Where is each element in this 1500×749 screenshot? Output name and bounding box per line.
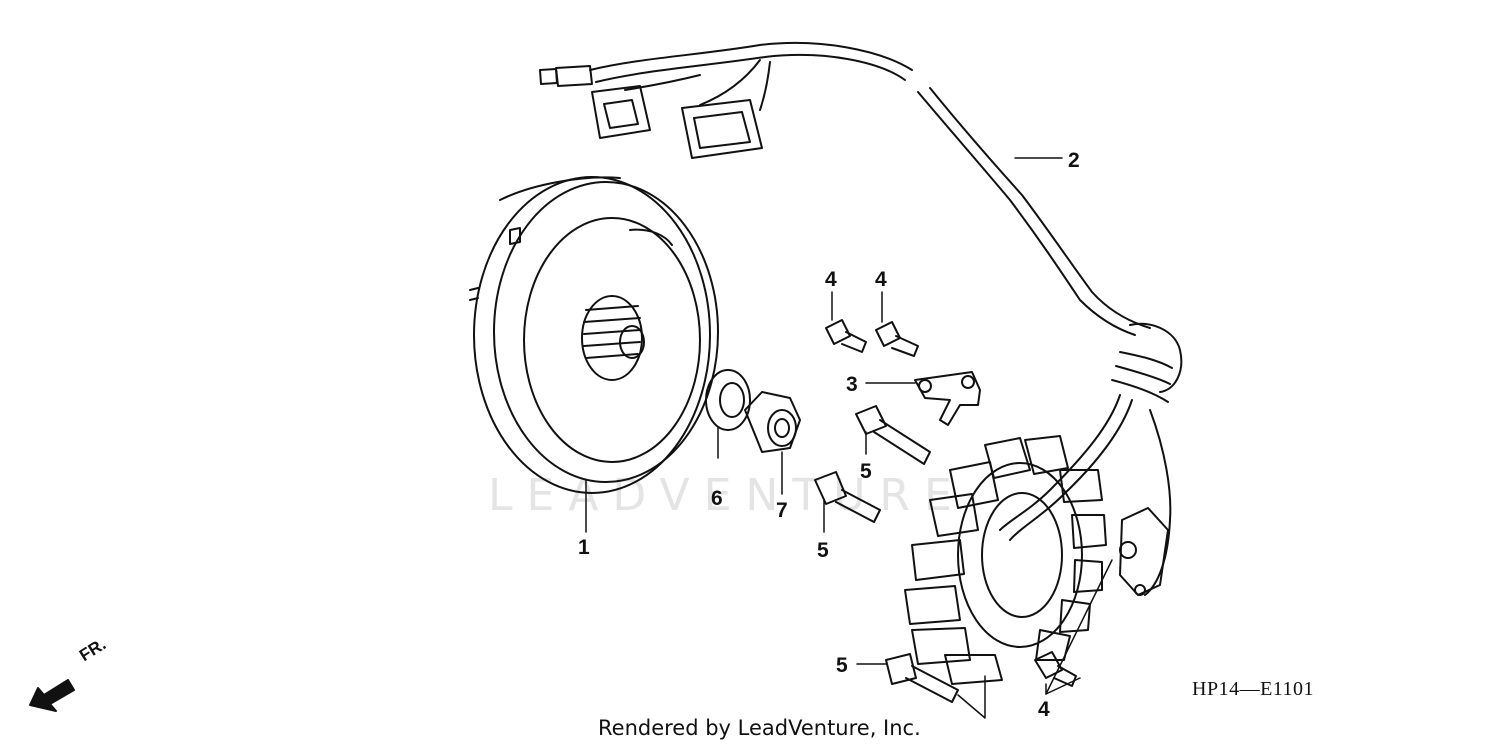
bolt-4a: [825, 319, 867, 353]
callout-6: 6: [711, 487, 723, 510]
bolt-4c: [1034, 651, 1077, 687]
stator: [904, 435, 1107, 685]
callout-4a: 4: [825, 268, 837, 291]
leader-lines: [585, 157, 1113, 719]
callout-5a: 5: [860, 460, 872, 483]
bolt-5c: [885, 653, 959, 703]
callout-5b: 5: [817, 539, 829, 562]
washer: [705, 369, 751, 431]
render-credit: Rendered by LeadVenture, Inc.: [598, 716, 921, 740]
callout-4b: 4: [875, 268, 887, 291]
bolt-5b: [814, 471, 881, 523]
watermark-text: LEADVENTURE: [488, 470, 966, 521]
callout-1: 1: [578, 536, 590, 559]
bolt-4b: [875, 321, 919, 357]
bolt-5a: [855, 405, 931, 465]
diagram-code: HP14—E1101: [1192, 678, 1315, 700]
callout-5c: 5: [836, 654, 848, 677]
flywheel-nut: [744, 391, 801, 453]
pulse-sensor: [1119, 507, 1169, 596]
setting-plate: [914, 371, 981, 426]
callout-2: 2: [1068, 149, 1080, 172]
callout-7: 7: [776, 499, 788, 522]
flywheel: [469, 176, 719, 494]
callout-4c: 4: [1038, 698, 1050, 721]
front-direction-arrow: [29, 679, 75, 712]
callout-3: 3: [846, 373, 858, 396]
wire-harness: [539, 42, 1183, 596]
